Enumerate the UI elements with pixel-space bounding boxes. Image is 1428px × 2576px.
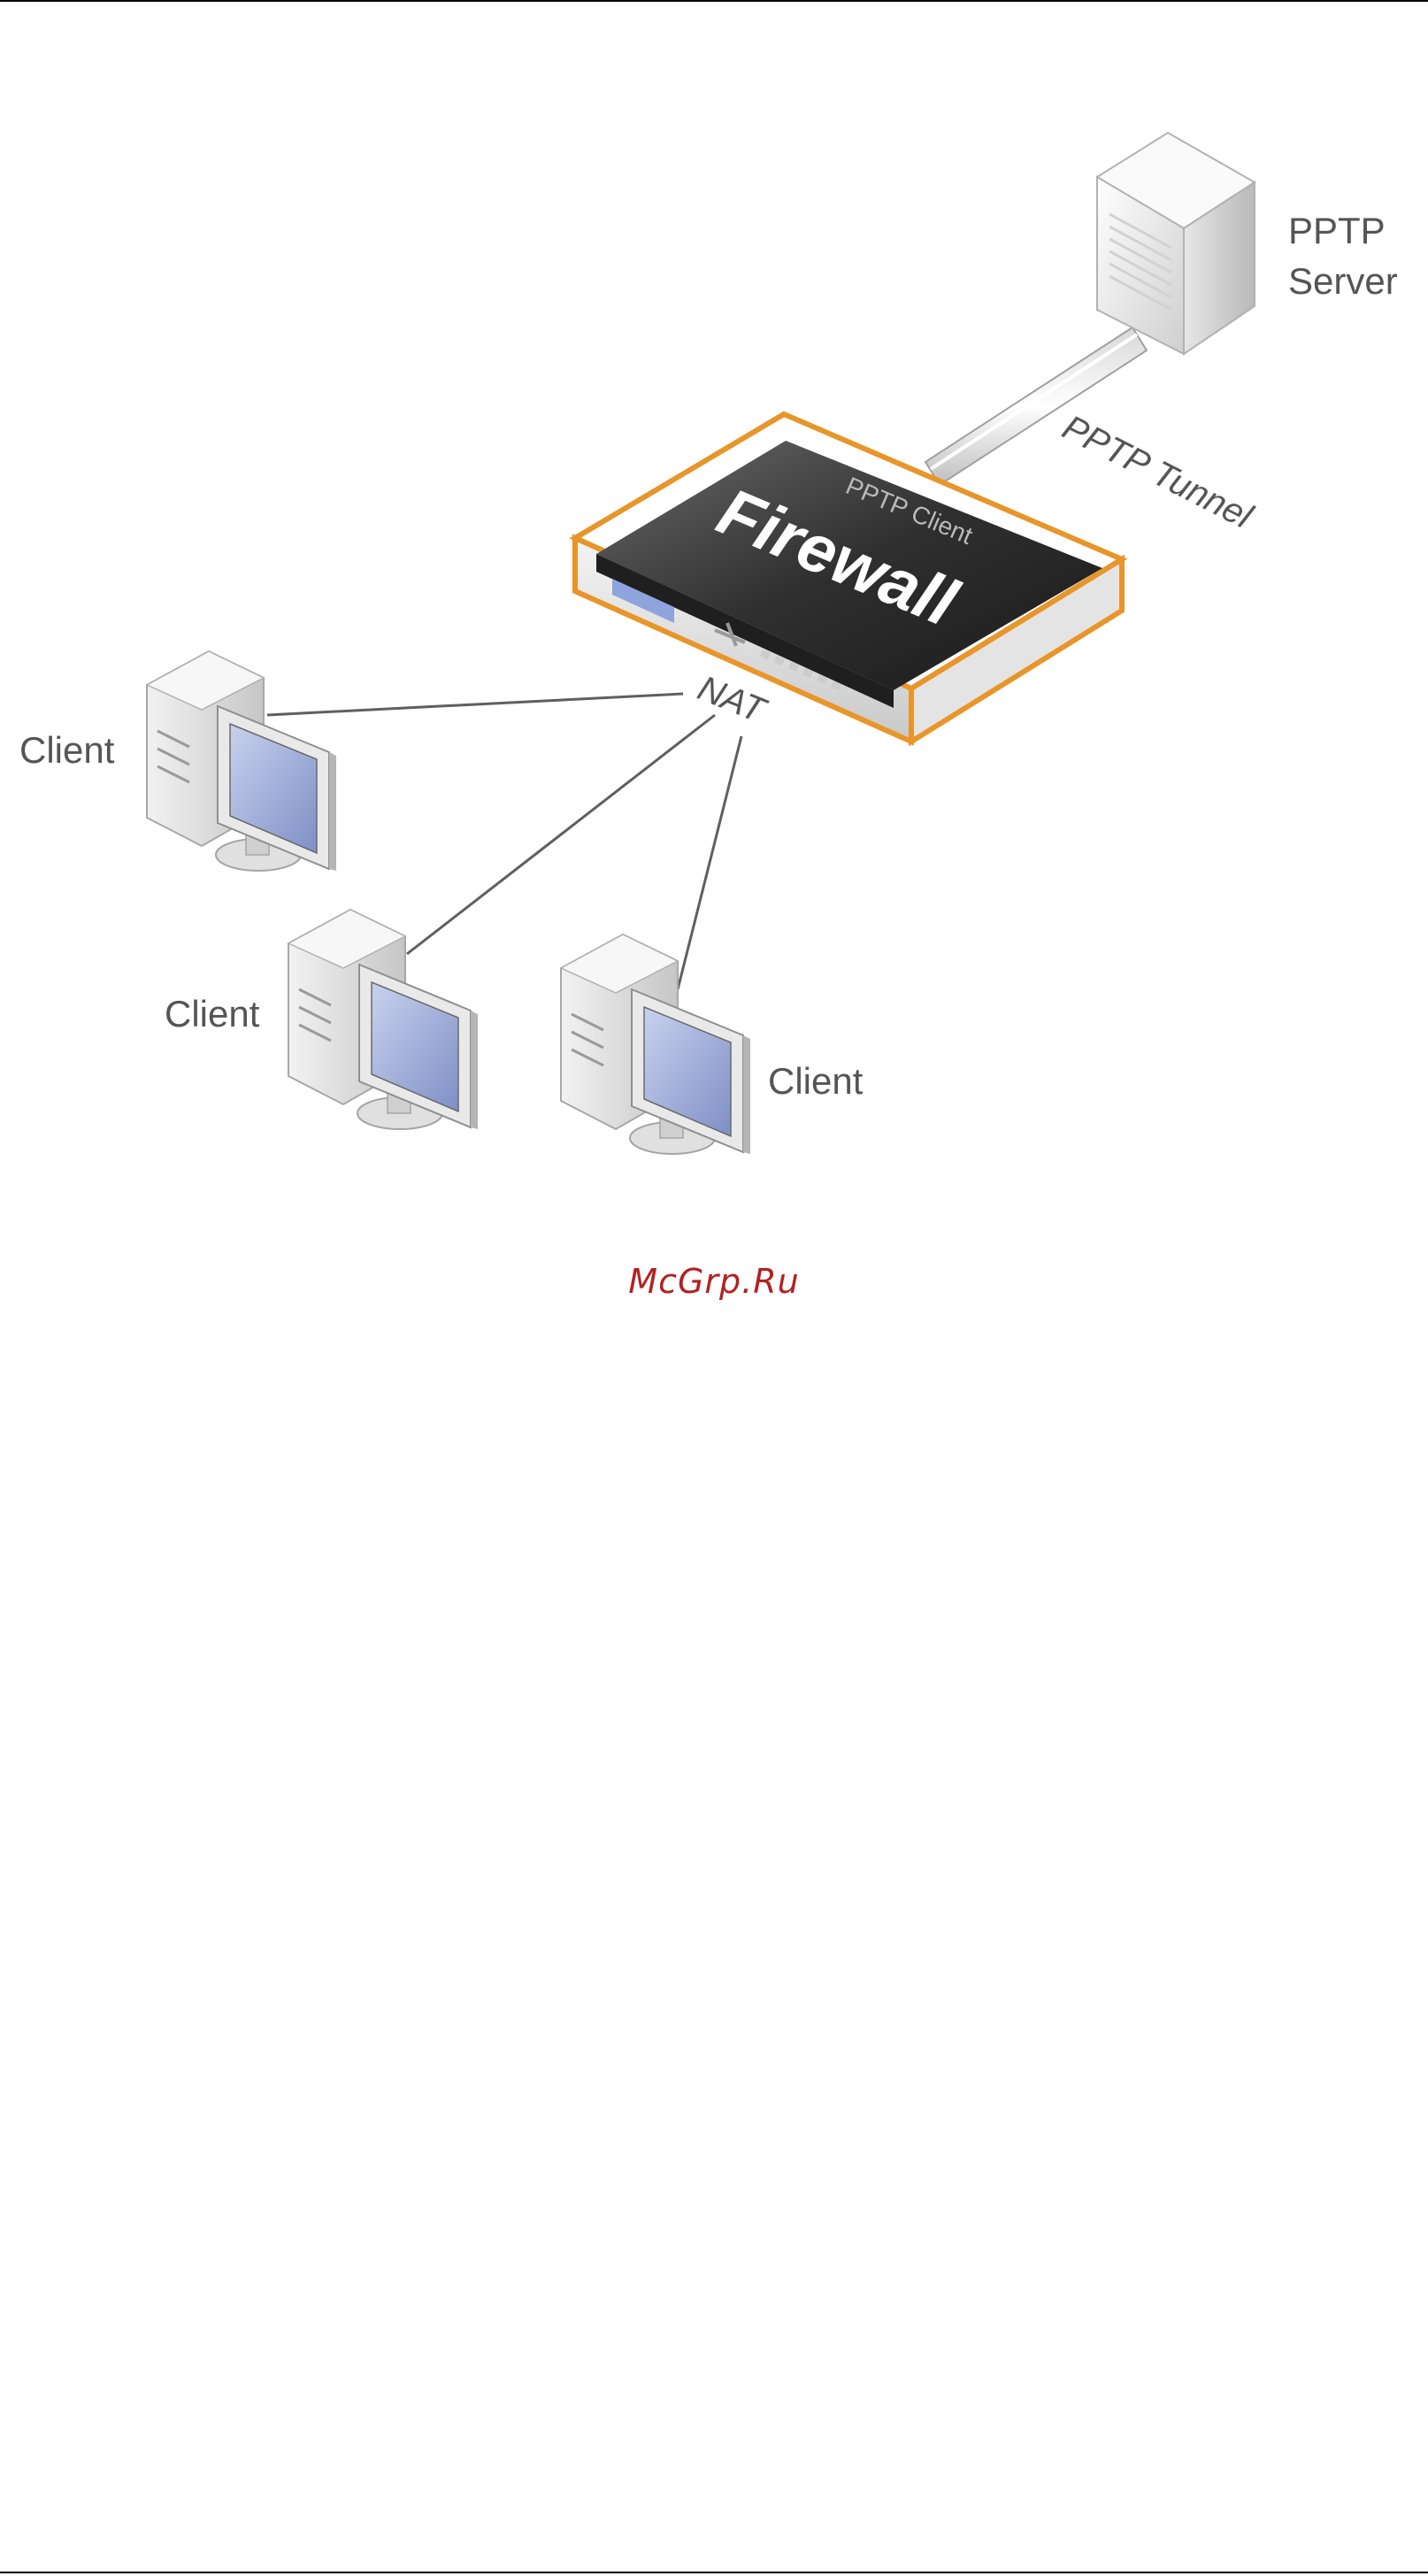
watermark: McGrp.Ru	[0, 1262, 1428, 1301]
client-label-2: Client	[165, 993, 260, 1034]
tunnel-label: PPTP Tunnel	[1056, 408, 1259, 537]
client-label-3: Client	[768, 1060, 864, 1102]
bottom-rule	[0, 2572, 1428, 2573]
connection-line-client-2	[407, 715, 715, 954]
client-computer-icon	[288, 910, 478, 1129]
client-computer-icon	[147, 651, 336, 871]
server-icon	[1097, 133, 1255, 354]
client-computer-icon	[561, 934, 750, 1154]
network-diagram: PPTP Server PPTP Tunnel PPTP Client Fire…	[0, 0, 1428, 1257]
server-label-line1: PPTP	[1288, 210, 1386, 251]
server-label-line2: Server	[1288, 260, 1398, 302]
connection-line-client-1	[267, 694, 683, 715]
connection-line-client-3	[678, 736, 741, 989]
client-label-1: Client	[19, 729, 115, 771]
